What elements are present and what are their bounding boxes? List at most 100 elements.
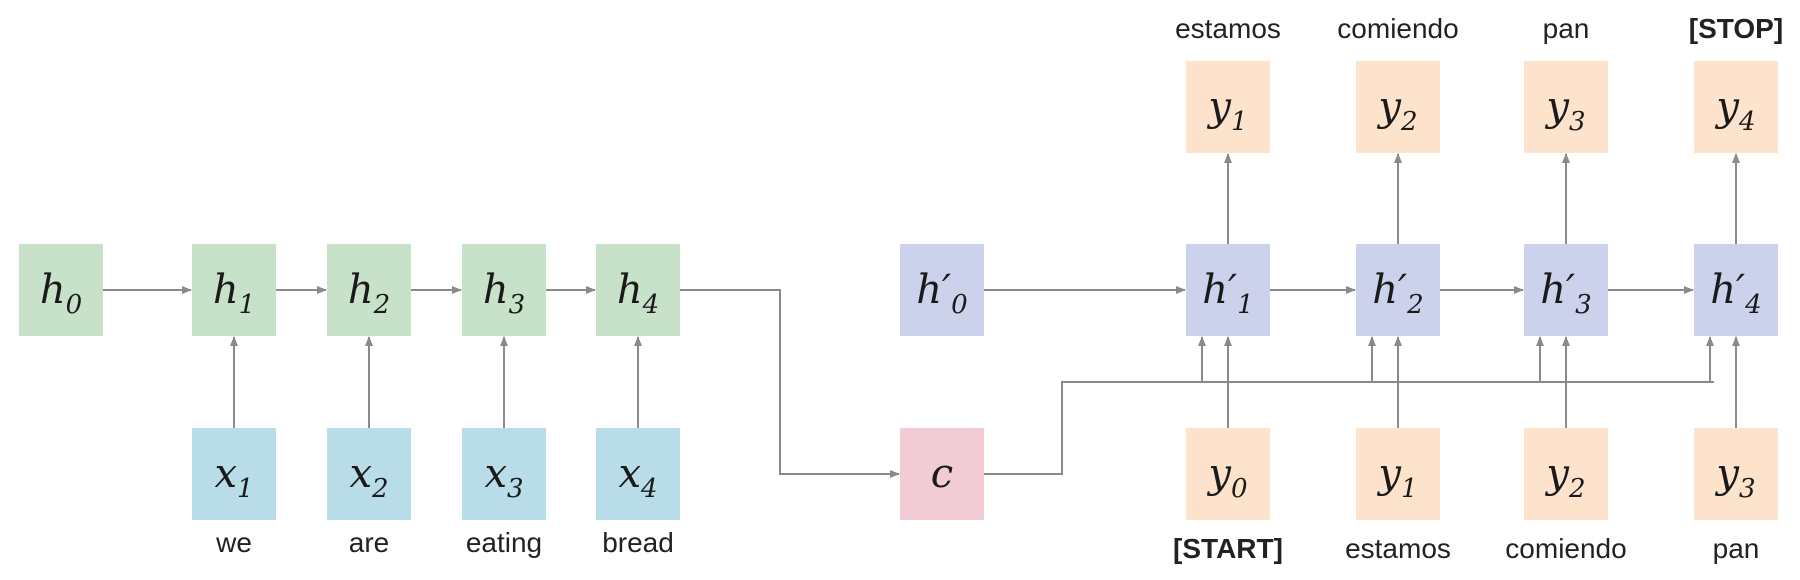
decoder-output-0-subscript: 1: [1231, 107, 1248, 137]
decoder-hidden-3-rect: [1524, 244, 1608, 336]
decoder-input-1: y1: [1356, 428, 1440, 520]
decoder-output-2-rect: [1524, 61, 1608, 153]
decoder-hidden-1-subscript: 1: [1237, 290, 1254, 320]
decoder-hidden-4: h′4: [1694, 244, 1778, 336]
decoder-input-0-symbol: y: [1206, 451, 1232, 497]
context-vector-symbol: c: [931, 451, 953, 497]
encoder-input-1: x2: [327, 428, 411, 520]
encoder-hidden-4-symbol: h: [617, 267, 643, 313]
encoder-input-1-rect: [327, 428, 411, 520]
decoder-hidden-1-label: h′1: [1202, 267, 1253, 320]
decoder-hidden-2: h′2: [1356, 244, 1440, 336]
encoder-hidden-4-label: h4: [617, 267, 659, 320]
decoder-hidden-1-symbol: h′: [1202, 267, 1237, 313]
decoder-hidden-2-label: h′2: [1372, 267, 1423, 320]
decoder-output-2-symbol: y: [1544, 84, 1570, 130]
decoder-input-2-symbol: y: [1544, 451, 1570, 497]
decoder-input-2: y2: [1524, 428, 1608, 520]
decoder-hidden-2-subscript: 2: [1406, 290, 1424, 320]
decoder-hidden-2-rect: [1356, 244, 1440, 336]
encoder-input-0-label: x1: [214, 451, 253, 504]
decoder-hidden-4-symbol: h′: [1710, 267, 1745, 313]
encoder-input-2-rect: [462, 428, 546, 520]
encoder-hidden-0-rect: [19, 244, 103, 336]
encoder-hidden-1-symbol: h: [213, 267, 239, 313]
encoder-hidden-2-symbol: h: [348, 267, 374, 313]
decoder-output-word-3: [STOP]: [1689, 13, 1783, 44]
encoder-input-1-label: x2: [349, 451, 388, 504]
decoder-output-2-label: y3: [1544, 84, 1585, 137]
decoder-output-0-rect: [1186, 61, 1270, 153]
decoder-hidden-4-rect: [1694, 244, 1778, 336]
decoder-input-1-subscript: 1: [1401, 474, 1418, 504]
encoder-hidden-1-rect: [192, 244, 276, 336]
decoder-hidden-3-label: h′3: [1540, 267, 1591, 320]
decoder-input-1-symbol: y: [1376, 451, 1402, 497]
decoder-output-1-subscript: 2: [1400, 107, 1418, 137]
encoder-hidden-2-rect: [327, 244, 411, 336]
encoder-input-0: x1: [192, 428, 276, 520]
encoder-hidden-0-symbol: h: [40, 267, 66, 313]
decoder-output-0: y1: [1186, 61, 1270, 153]
encoder-hidden-2-subscript: 2: [373, 290, 391, 320]
decoder-output-0-label: y1: [1206, 84, 1247, 137]
decoder-input-0-rect: [1186, 428, 1270, 520]
encoder-hidden-3-subscript: 3: [509, 290, 526, 320]
encoder-hidden-1-subscript: 1: [239, 290, 256, 320]
encoder-word-2: eating: [466, 527, 542, 558]
decoder-output-1-symbol: y: [1376, 84, 1402, 130]
encoder-input-3: x4: [596, 428, 680, 520]
decoder-hidden-3: h′3: [1524, 244, 1608, 336]
encoder-hidden-2: h2: [327, 244, 411, 336]
decoder-output-3-symbol: y: [1714, 84, 1740, 130]
decoder-output-1-rect: [1356, 61, 1440, 153]
decoder-input-3-rect: [1694, 428, 1778, 520]
encoder-hidden-4-subscript: 4: [642, 290, 660, 320]
encoder-input-0-symbol: x: [214, 451, 237, 497]
decoder-output-2: y3: [1524, 61, 1608, 153]
encoder-input-0-subscript: 1: [237, 474, 254, 504]
encoder-word-1: are: [349, 527, 389, 558]
decoder-hidden-0-label: h′0: [916, 267, 967, 320]
decoder-input-word-1: estamos: [1345, 533, 1451, 564]
decoder-hidden-3-symbol: h′: [1540, 267, 1575, 313]
decoder-input-1-label: y1: [1376, 451, 1417, 504]
decoder-hidden-0: h′0: [900, 244, 984, 336]
decoder-output-word-0: estamos: [1175, 13, 1281, 44]
decoder-input-word-2: comiendo: [1505, 533, 1626, 564]
decoder-hidden-4-label: h′4: [1710, 267, 1761, 320]
encoder-input-2-label: x3: [484, 451, 523, 504]
decoder-input-1-rect: [1356, 428, 1440, 520]
decoder-output-word-1: comiendo: [1337, 13, 1458, 44]
encoder-hidden-3-symbol: h: [483, 267, 509, 313]
decoder-input-word-0: [START]: [1173, 533, 1283, 564]
context-bus-line: [984, 381, 1714, 475]
encoder-hidden-0: h0: [19, 244, 103, 336]
encoder-hidden-1-label: h1: [213, 267, 255, 320]
decoder-input-2-rect: [1524, 428, 1608, 520]
encoder-hidden-3: h3: [462, 244, 546, 336]
arrows-layer: [103, 153, 1740, 478]
context-vector-label: c: [931, 451, 953, 497]
decoder-hidden-0-rect: [900, 244, 984, 336]
decoder-input-word-3: pan: [1713, 533, 1760, 564]
decoder-input-3-label: y3: [1714, 451, 1755, 504]
encoder-hidden-0-subscript: 0: [66, 290, 83, 320]
encoder-input-0-rect: [192, 428, 276, 520]
decoder-output-1: y2: [1356, 61, 1440, 153]
encoder-to-context-arrow: [680, 289, 900, 478]
encoder-input-2-subscript: 3: [507, 474, 524, 504]
encoder-hidden-4-rect: [596, 244, 680, 336]
encoder-input-3-symbol: x: [618, 451, 641, 497]
decoder-input-3: y3: [1694, 428, 1778, 520]
decoder-input-0: y0: [1186, 428, 1270, 520]
decoder-output-3-rect: [1694, 61, 1778, 153]
decoder-output-3-subscript: 4: [1738, 107, 1756, 137]
encoder-input-3-rect: [596, 428, 680, 520]
decoder-input-0-label: y0: [1206, 451, 1247, 504]
context-vector-rect: [900, 428, 984, 520]
encoder-input-3-subscript: 4: [640, 474, 658, 504]
decoder-input-2-subscript: 2: [1568, 474, 1586, 504]
